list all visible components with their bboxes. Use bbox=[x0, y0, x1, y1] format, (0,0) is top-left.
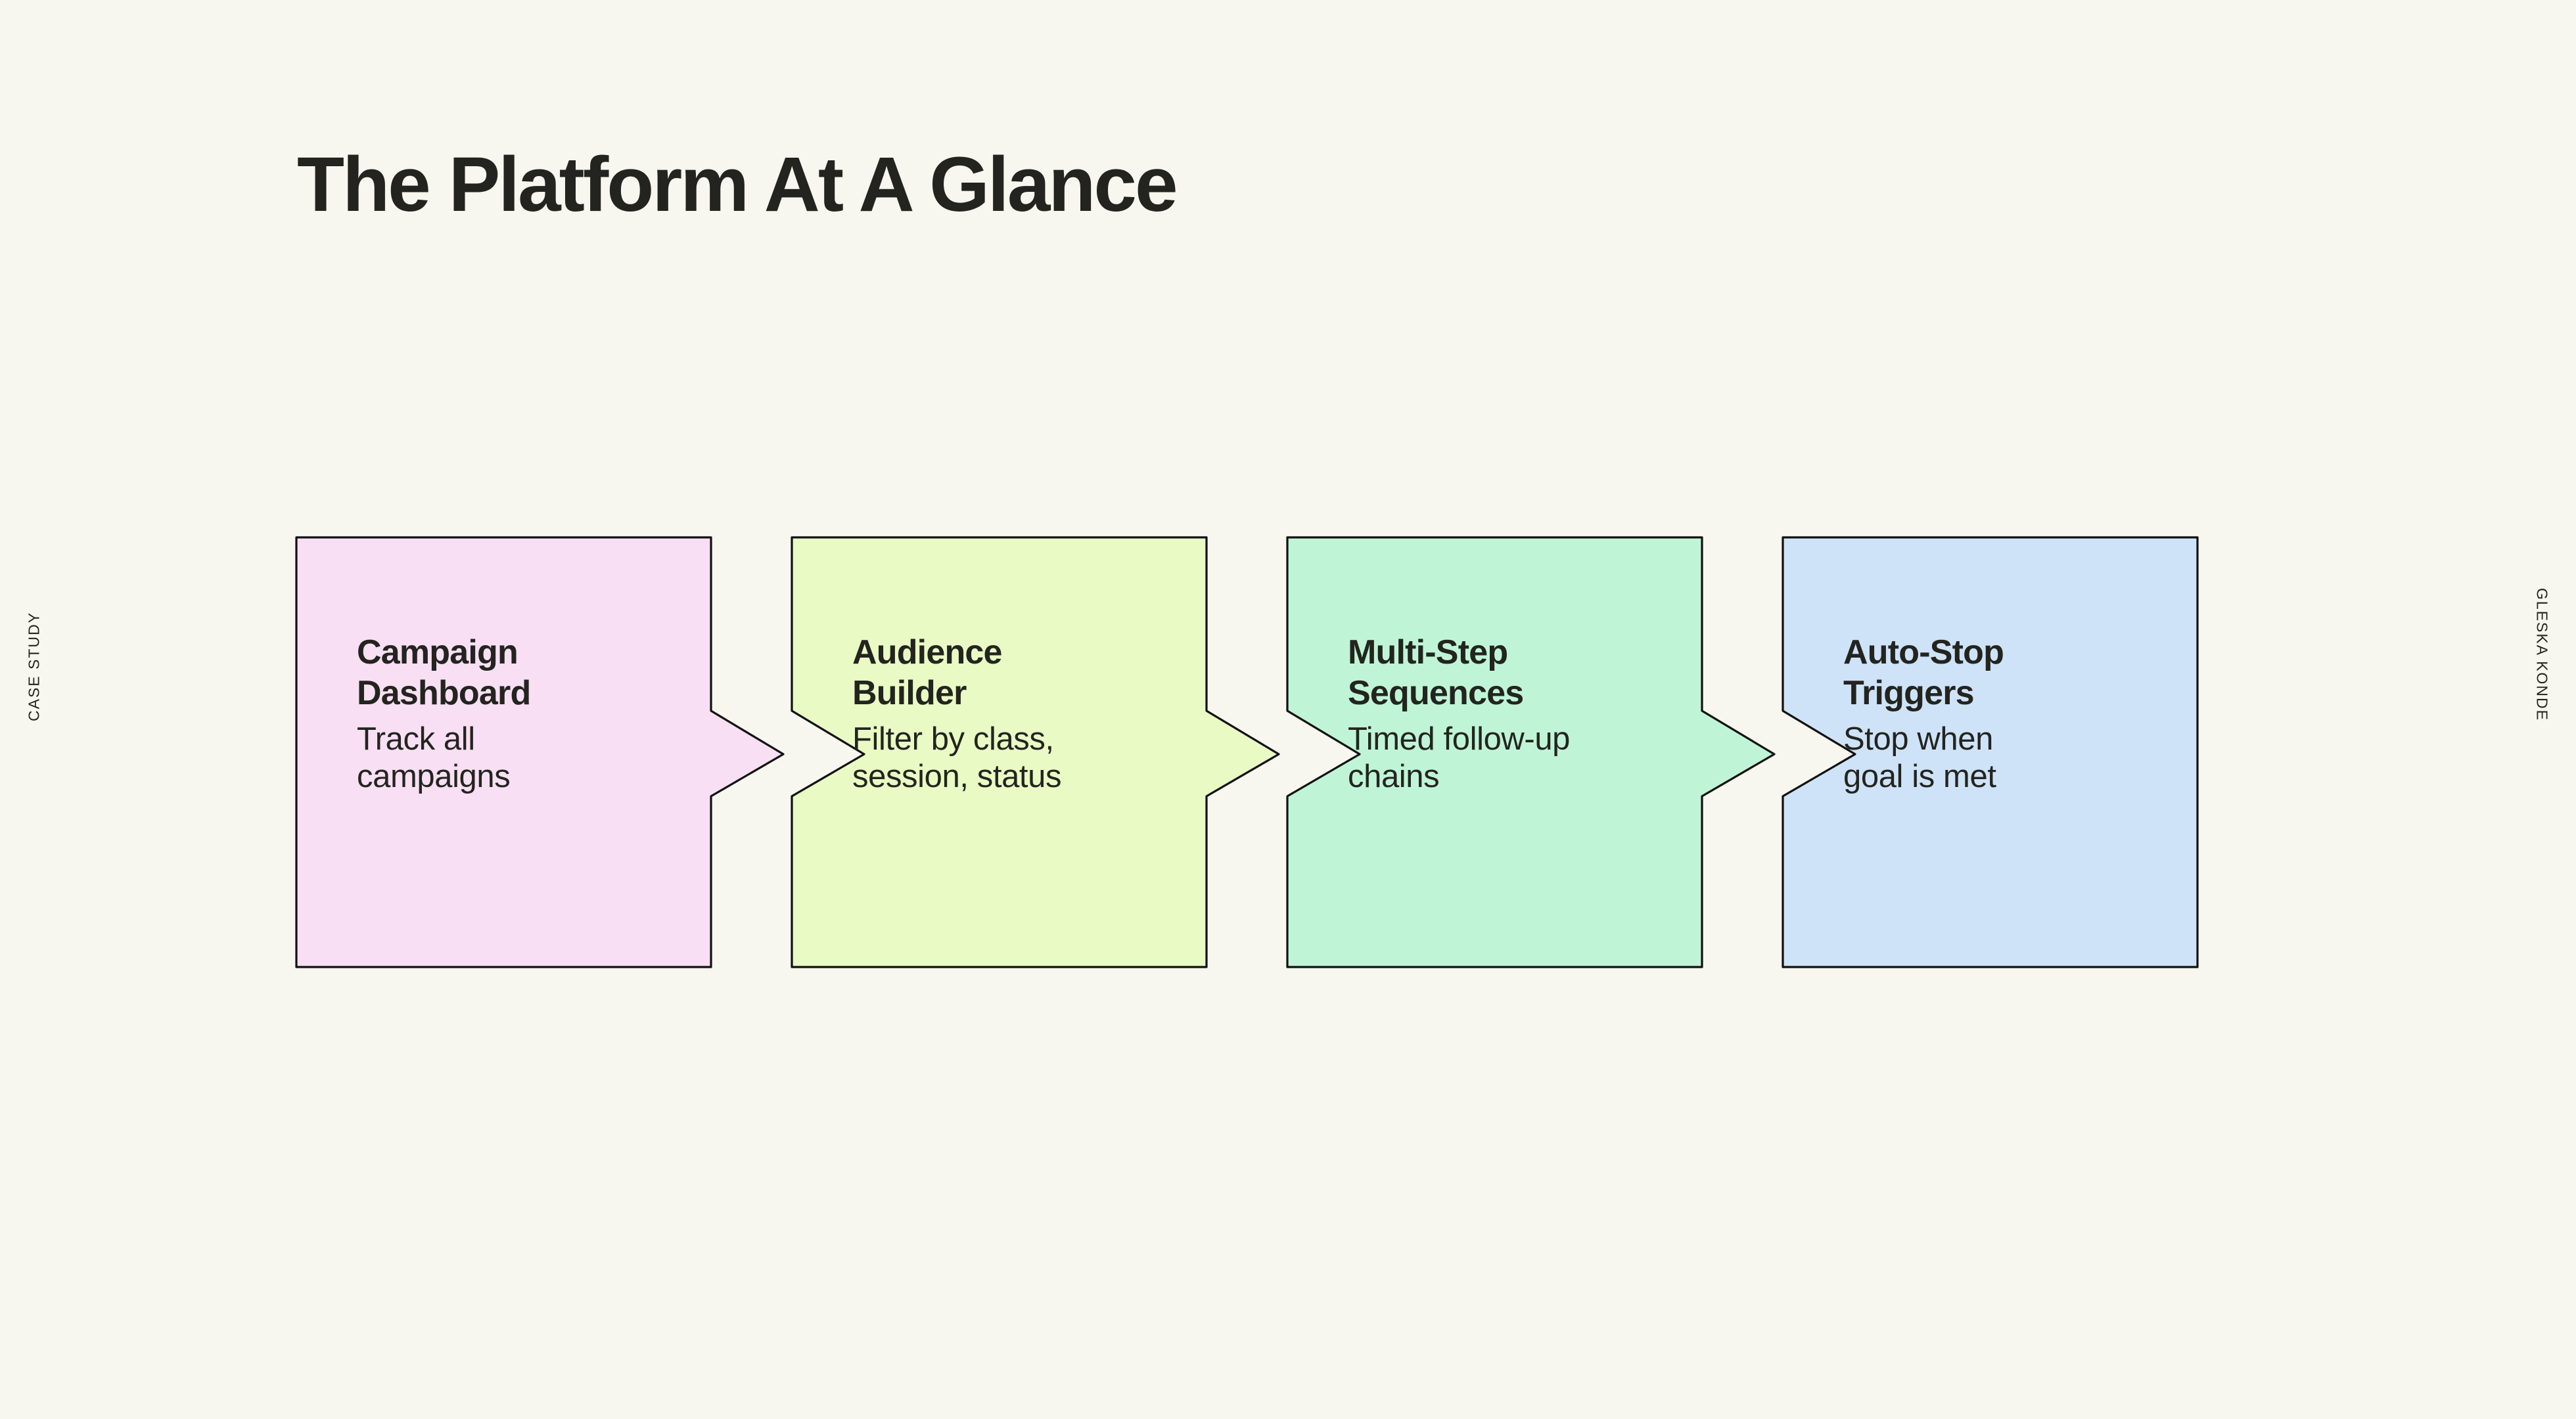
page-title: The Platform At A Glance bbox=[297, 141, 1178, 228]
flow-step-title-1: Campaign Dashboard bbox=[357, 633, 531, 713]
flow-step-description-4: Stop when goal is met bbox=[1843, 721, 1996, 794]
side-label-case-study: CASE STUDY bbox=[25, 612, 43, 721]
flow-step-title-3: Multi-Step Sequences bbox=[1348, 633, 1524, 713]
flow-step-description-3: Timed follow-up chains bbox=[1348, 721, 1571, 794]
flow-step-description-1: Track all campaigns bbox=[357, 721, 511, 794]
flow-step-description-2: Filter by class, session, status bbox=[852, 721, 1062, 794]
flow-step-title-4: Auto-Stop Triggers bbox=[1843, 633, 2004, 713]
side-label-brand: GLESKA KONDE bbox=[2533, 588, 2551, 721]
flow-step-title-2: Audience Builder bbox=[852, 633, 1002, 713]
